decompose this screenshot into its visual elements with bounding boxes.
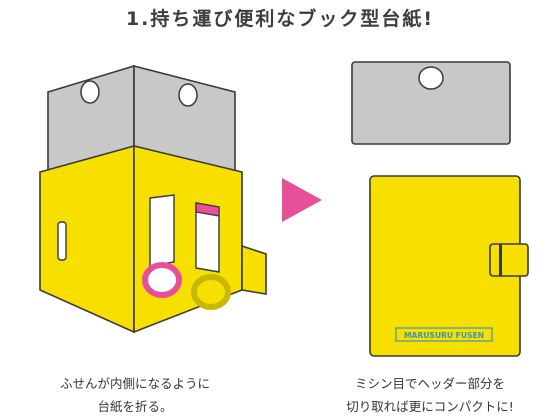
open-card xyxy=(39,64,267,334)
detached-header xyxy=(351,61,511,145)
card-left-panel xyxy=(39,144,135,334)
left-caption-line2: 台紙を折る。 xyxy=(97,399,173,414)
cover-label-box xyxy=(395,327,493,342)
left-caption-line1: ふせんが内側になるように xyxy=(59,376,210,391)
page-title: 1.持ち運び便利なブック型台紙! xyxy=(125,8,435,30)
clasp-tab xyxy=(489,243,529,277)
pink-ring xyxy=(142,262,182,298)
right-caption-line1: ミシン目でヘッダー部分を xyxy=(354,376,505,391)
hanging-hole-icon xyxy=(418,66,444,90)
card-tab xyxy=(241,244,267,295)
hanging-hole-icon xyxy=(80,80,100,104)
fusen-pink-cap xyxy=(195,202,220,217)
closed-card: MARUSURU FUSEN xyxy=(369,175,529,357)
cover-label: MARUSURU FUSEN xyxy=(404,331,484,340)
right-caption: ミシン目でヘッダー部分を 切り取れば更にコンパクトに! xyxy=(305,372,555,418)
right-caption-line2: 切り取れば更にコンパクトに! xyxy=(346,399,514,414)
fusen-pink xyxy=(149,194,175,267)
card-slot xyxy=(57,221,67,261)
left-caption: ふせんが内側になるように 台紙を折る。 xyxy=(20,372,250,418)
play-triangle-icon xyxy=(282,178,322,222)
hanging-hole-icon xyxy=(178,83,198,107)
